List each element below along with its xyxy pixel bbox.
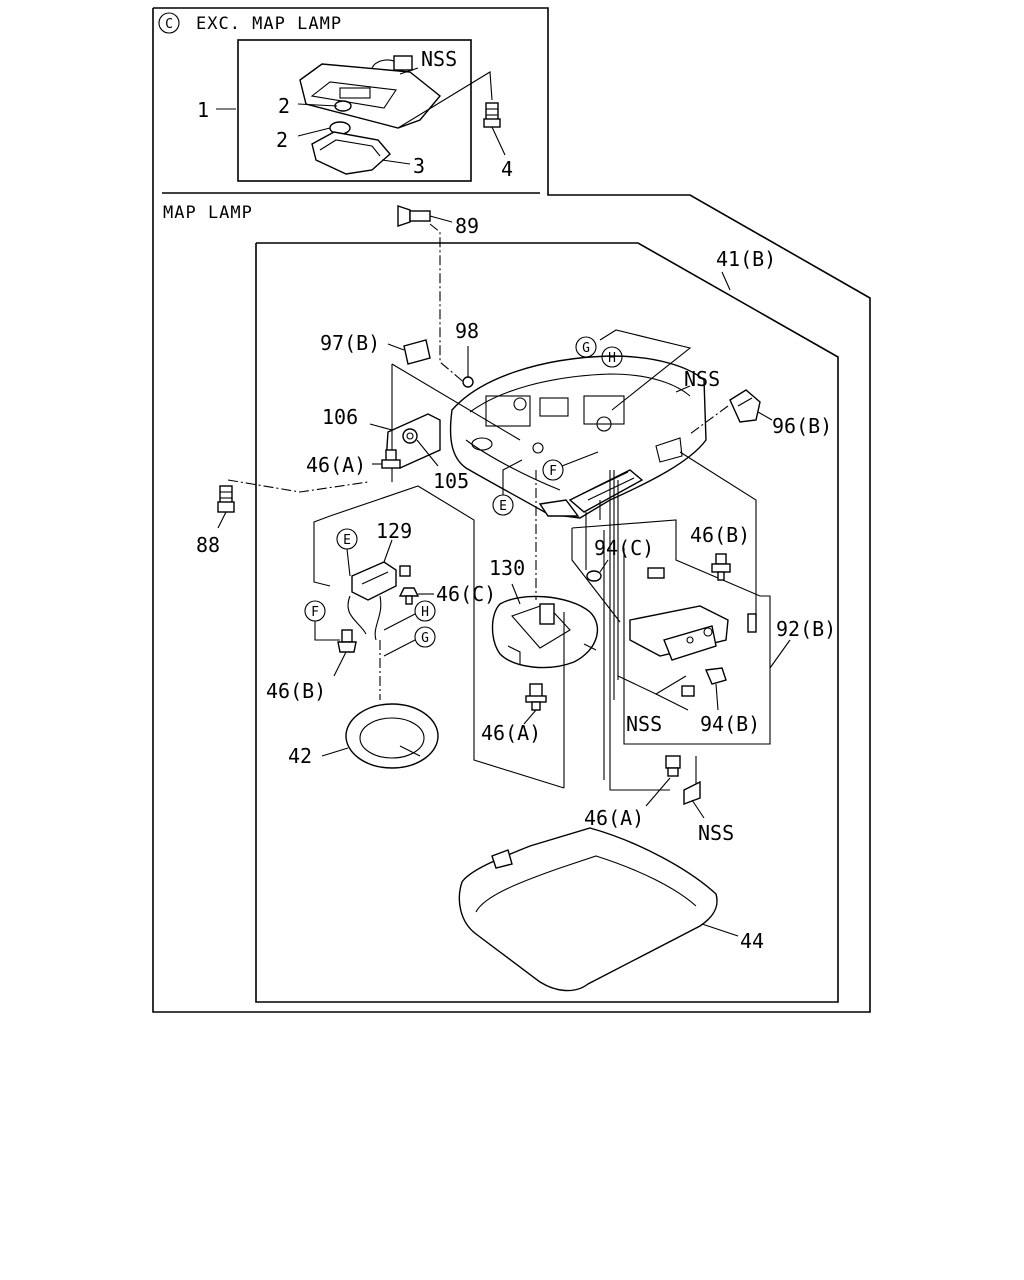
label-part-89: 89 [455,214,479,238]
label-part-106: 106 [322,405,358,429]
label-part-129: 129 [376,519,412,543]
clip-icon [729,389,761,423]
screw-icon [711,553,731,581]
dome-lamp-housing [299,55,441,129]
section-marker-circle [158,12,180,34]
ref-marker-f: F [549,464,557,479]
label-part-46a: 46(A) [584,806,644,830]
bulb [586,570,602,582]
ref-marker-e: E [499,499,507,514]
screw-icon [525,683,547,711]
screw-icon [397,205,431,227]
inner-frame [255,242,839,1003]
label-nss: NSS [421,47,457,71]
label-part-46a: 46(A) [306,453,366,477]
label-nss: NSS [684,367,720,391]
label-part-44: 44 [740,929,764,953]
bracket [683,756,701,806]
screw-icon [398,587,420,605]
section-marker: C [165,17,173,32]
label-part-97b: 97(B) [320,331,380,355]
label-part-98: 98 [455,319,479,343]
ref-marker-h: H [421,605,429,620]
label-part-130: 130 [489,556,525,580]
clip-icon [681,685,695,697]
label-part-41b: 41(B) [716,247,776,271]
label-part-92b: 92(B) [776,617,836,641]
reflector-plate [491,595,599,669]
switch-harness [347,561,411,641]
section-exc-map-lamp: C EXC. MAP LAMP [158,12,513,182]
bulb [334,100,352,112]
section-map-lamp: MAP LAMP 41(B) 89 [163,203,839,1003]
label-part-88: 88 [196,533,220,557]
label-part-94b: 94(B) [700,712,760,736]
screw-icon [462,376,474,388]
label-part-1: 1 [197,98,209,122]
label-part-46b: 46(B) [690,523,750,547]
label-part-105: 105 [433,469,469,493]
ref-marker-f: F [311,605,319,620]
screw-icon [337,629,357,653]
screw-icon [217,485,235,513]
label-part-46a: 46(A) [481,721,541,745]
section-title-exc-map-lamp: EXC. MAP LAMP [196,14,342,34]
label-part-46c: 46(C) [436,582,496,606]
label-part-94c: 94(C) [594,536,654,560]
label-part-96b: 96(B) [772,414,832,438]
screw-icon [483,102,501,128]
label-part-3: 3 [413,154,425,178]
ref-marker-h: H [608,351,616,366]
ref-marker-g: G [421,631,429,646]
bulb [704,667,727,685]
label-part-2: 2 [278,94,290,118]
section-title-map-lamp: MAP LAMP [163,203,253,223]
label-part-4: 4 [501,157,513,181]
inset-box [237,39,472,182]
ref-marker-g: G [582,341,590,356]
label-part-2: 2 [276,128,288,152]
label-part-42: 42 [288,744,312,768]
console-lens-cover [458,827,718,992]
roof-console [449,355,707,519]
lamp-lens [311,131,391,175]
lamp-ring [345,703,439,769]
switch-bracket [629,567,757,661]
ref-marker-e: E [343,533,351,548]
label-tag [403,339,431,365]
label-nss: NSS [626,712,662,736]
outer-frame [152,7,871,1013]
label-nss: NSS [698,821,734,845]
label-part-46b: 46(B) [266,679,326,703]
screw-icon [665,755,681,777]
